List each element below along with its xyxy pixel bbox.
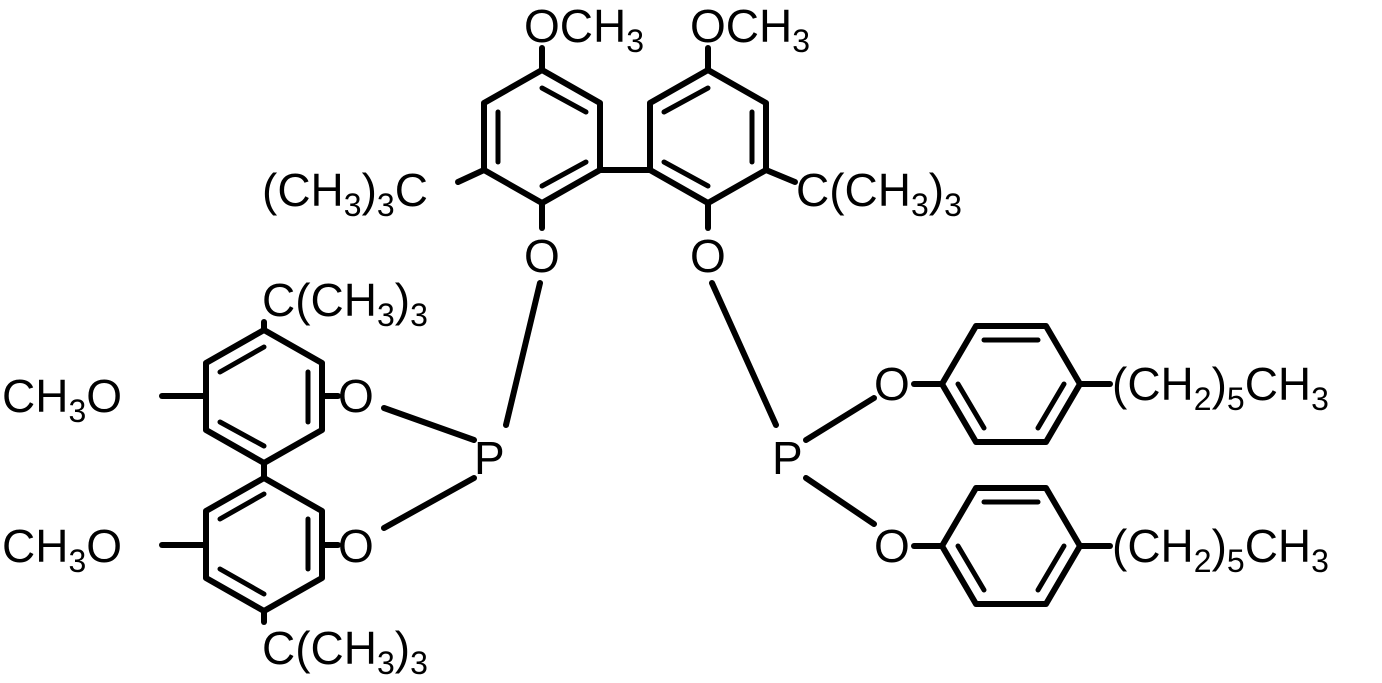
label-o-aryl-lower: O <box>874 520 910 572</box>
label-o-ring-lower: O <box>338 520 374 572</box>
label-hexyl-lower: (CH2)5CH3 <box>1112 520 1329 579</box>
bond-o-p-right <box>712 283 776 425</box>
bond-tbu-top-right <box>766 170 795 182</box>
label-ome-low-left: CH3O <box>2 520 122 579</box>
bond-p-right-o-lower <box>806 478 874 524</box>
ring-top-right <box>650 70 766 203</box>
label-o-ring-upper: O <box>338 370 374 422</box>
label-tbu-top-left: (CH3)3C <box>262 164 428 223</box>
label-o-top-right: O <box>690 230 726 282</box>
bond-o-upper-p-left <box>384 408 474 440</box>
label-hexyl-upper: (CH2)5CH3 <box>1112 358 1329 417</box>
label-o-top-left: O <box>524 230 560 282</box>
label-p-right: P <box>772 432 803 484</box>
label-p-left: P <box>474 432 505 484</box>
label-tbu-bottom-left: C(CH3)3 <box>262 622 428 681</box>
bond-o-lower-p-left <box>384 478 474 528</box>
bond-o-p-left <box>506 283 540 425</box>
label-tbu-mid-left: C(CH3)3 <box>262 274 428 333</box>
ring-right-lower <box>942 488 1080 604</box>
label-o-aryl-upper: O <box>874 358 910 410</box>
ring-top-left <box>484 70 600 203</box>
bond-p-right-o-upper <box>806 398 874 440</box>
label-ome-top-right: OCH3 <box>690 0 810 59</box>
ring-left-upper <box>206 330 322 463</box>
label-ome-top-left: OCH3 <box>524 0 644 59</box>
ring-left-lower <box>206 478 322 611</box>
label-tbu-top-right: C(CH3)3 <box>796 164 962 223</box>
ring-right-upper <box>942 326 1080 442</box>
label-ome-mid-left: CH3O <box>2 370 122 429</box>
bond-tbu-top-left <box>458 170 484 182</box>
